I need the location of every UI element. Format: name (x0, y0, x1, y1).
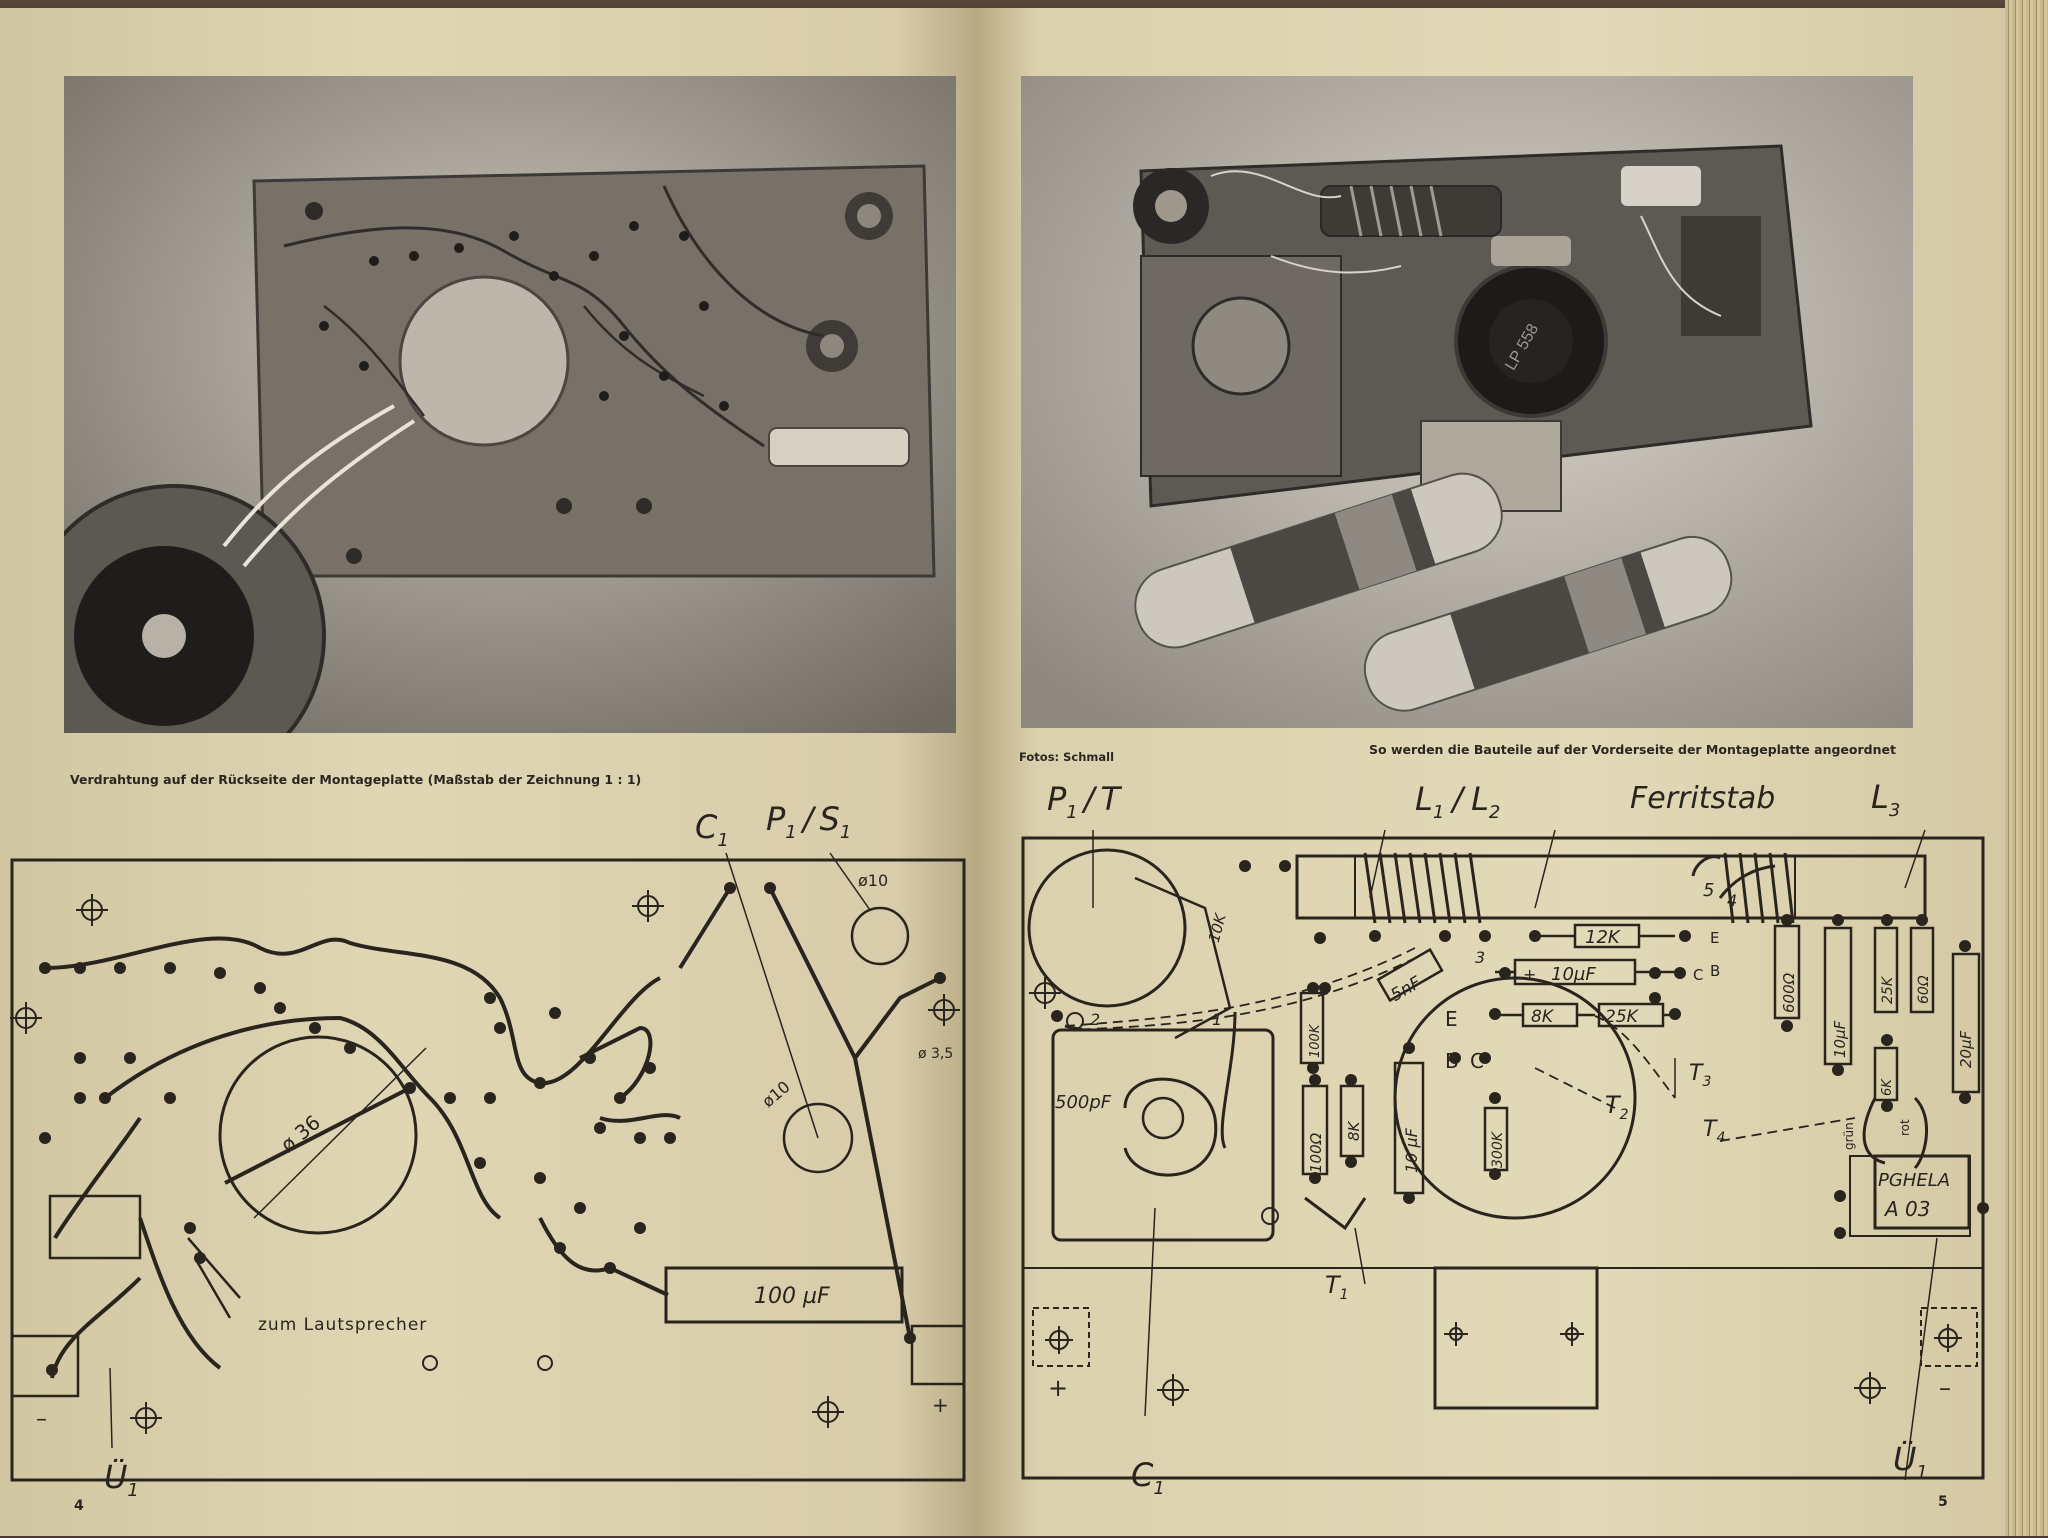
cap-500pf: 500pF (1055, 1092, 1112, 1113)
label-u1: Ü1 (104, 1458, 139, 1501)
cap-20uf: 20µF (1957, 1030, 1975, 1068)
label-c: C (1470, 1049, 1484, 1073)
num-2: 2 (1090, 1010, 1100, 1029)
cap-10uf-v: 10 µF (1402, 1127, 1421, 1173)
left-caption: Verdrahtung auf der Rückseite der Montag… (70, 772, 642, 787)
leader-lines-front (1092, 829, 1938, 1481)
res-100k: 100K (1308, 1023, 1323, 1058)
solder-points (39, 882, 946, 1376)
pot-hole (850, 906, 910, 966)
minus-sign: – (36, 1407, 47, 1432)
label-c1: C1 (695, 808, 729, 851)
dim-10-top: ø10 (858, 871, 888, 890)
plus-sign-front: + (1048, 1374, 1068, 1402)
label-p1-s1-front: P1/T (1047, 780, 1123, 823)
bottom-bracket (1433, 1266, 1599, 1410)
num-4: 4 (1727, 891, 1737, 910)
num-3: 3 (1475, 948, 1485, 967)
transformer-outline (48, 1194, 142, 1260)
mounting-holes (10, 890, 960, 1434)
res-600ohm: 600Ω (1780, 972, 1798, 1013)
traces (44, 886, 941, 1379)
label-l3: L3 (1871, 778, 1900, 821)
label-l1-l2: L1/L2 (1415, 780, 1500, 823)
label-c-col: C (1693, 966, 1703, 984)
leader-lines (109, 852, 871, 1449)
cap-10uf-h: 10µF (1551, 964, 1596, 985)
potentiometer (1027, 848, 1187, 1008)
res-300k: 300K (1490, 1130, 1506, 1168)
label-b: B (1445, 1049, 1459, 1073)
ferrite-rod (1295, 854, 1927, 920)
label-t1: T1 (1325, 1271, 1349, 1303)
cap-10uf-plus: + (1523, 965, 1536, 984)
dashed-wires (1064, 947, 1856, 1142)
wiring-diagram-back: C1 P1/S1 ø10 ø10 ø 36 ø 3,5 100 µF zum L… (10, 800, 966, 1501)
left-page: Verdrahtung auf der Rückseite der Montag… (0, 8, 975, 1536)
label-t2: T2 (1605, 1091, 1629, 1123)
label-b-col: B (1710, 962, 1720, 980)
res-100ohm: 100Ω (1307, 1132, 1325, 1173)
label-p1-s1: P1/S1 (766, 800, 851, 843)
photo-credit: Fotos: Schmall (1019, 750, 1115, 764)
plus-sign: + (932, 1393, 949, 1417)
label-u1-front: Ü1 (1893, 1440, 1928, 1483)
res-6k: 6K (1880, 1078, 1895, 1096)
cap-10uf-v2: 10µF (1831, 1020, 1849, 1058)
page-number-left: 4 (74, 1498, 84, 1514)
cap-5nf: 5nF (1387, 973, 1424, 1006)
gruen-label: grün (1842, 1122, 1856, 1150)
dim-10-mid: ø10 (758, 1077, 793, 1111)
label-e-col: E (1710, 929, 1719, 947)
board-outline-front (1021, 836, 1985, 1480)
mounting-holes-front (1029, 977, 1962, 1406)
terminal-plus (910, 1324, 966, 1386)
photo-front-components: LP 558 (1021, 76, 1913, 728)
speaker-cutout (218, 1035, 418, 1235)
num-5: 5 (1703, 880, 1714, 901)
coil-l1-l2 (1363, 852, 1482, 924)
res-25k-v: 25K (1880, 975, 1896, 1004)
label-c1-front: C1 (1131, 1456, 1165, 1499)
right-caption: So werden die Bauteile auf der Vordersei… (1369, 742, 1896, 757)
coil-l3 (1723, 852, 1795, 924)
traces-front (1064, 855, 1929, 1231)
label-t4: T4 (1703, 1117, 1725, 1146)
label-e: E (1445, 1007, 1458, 1031)
rot-label: rot (1898, 1119, 1912, 1136)
page-number-right: 5 (1938, 1494, 1948, 1510)
a03-label: A 03 (1883, 1197, 1931, 1221)
photo-back-wiring (64, 76, 956, 733)
minus-sign-front: – (1939, 1374, 1951, 1402)
tuning-cap (1051, 1028, 1275, 1242)
dim-35: ø 3,5 (918, 1046, 953, 1062)
book-page-edges (2005, 0, 2048, 1536)
num-1: 1 (1212, 1010, 1222, 1029)
pghela-label: PGHELA (1878, 1170, 1950, 1191)
capacitor-100uf-label: 100 µF (754, 1284, 830, 1309)
label-ferritstab: Ferritstab (1630, 781, 1775, 816)
dim-36: ø 36 (276, 1110, 325, 1157)
res-10k: 10K (1205, 911, 1230, 945)
cap-hole (782, 1102, 854, 1174)
zum-lautsprecher-label: zum Lautsprecher (258, 1315, 427, 1335)
terminal-minus-front (1920, 1307, 1978, 1367)
res-60ohm: 60Ω (1916, 975, 1932, 1004)
label-t3: T3 (1689, 1061, 1711, 1090)
res-8k: 8K (1531, 1007, 1555, 1027)
board-outline (10, 858, 966, 1482)
res-25k-h: 25K (1605, 1007, 1640, 1027)
res-12k: 12K (1585, 927, 1621, 948)
component-layout-front: P1/T L1/L2 Ferritstab L3 12K 10µF + 8K 2… (1021, 778, 1989, 1499)
terminal-minus (10, 1334, 80, 1398)
right-page: LP 558 (975, 8, 2005, 1536)
terminal-plus-front (1032, 1307, 1090, 1367)
res-8k-v: 8K (1345, 1120, 1363, 1141)
solder-points-front (1051, 860, 1989, 1239)
